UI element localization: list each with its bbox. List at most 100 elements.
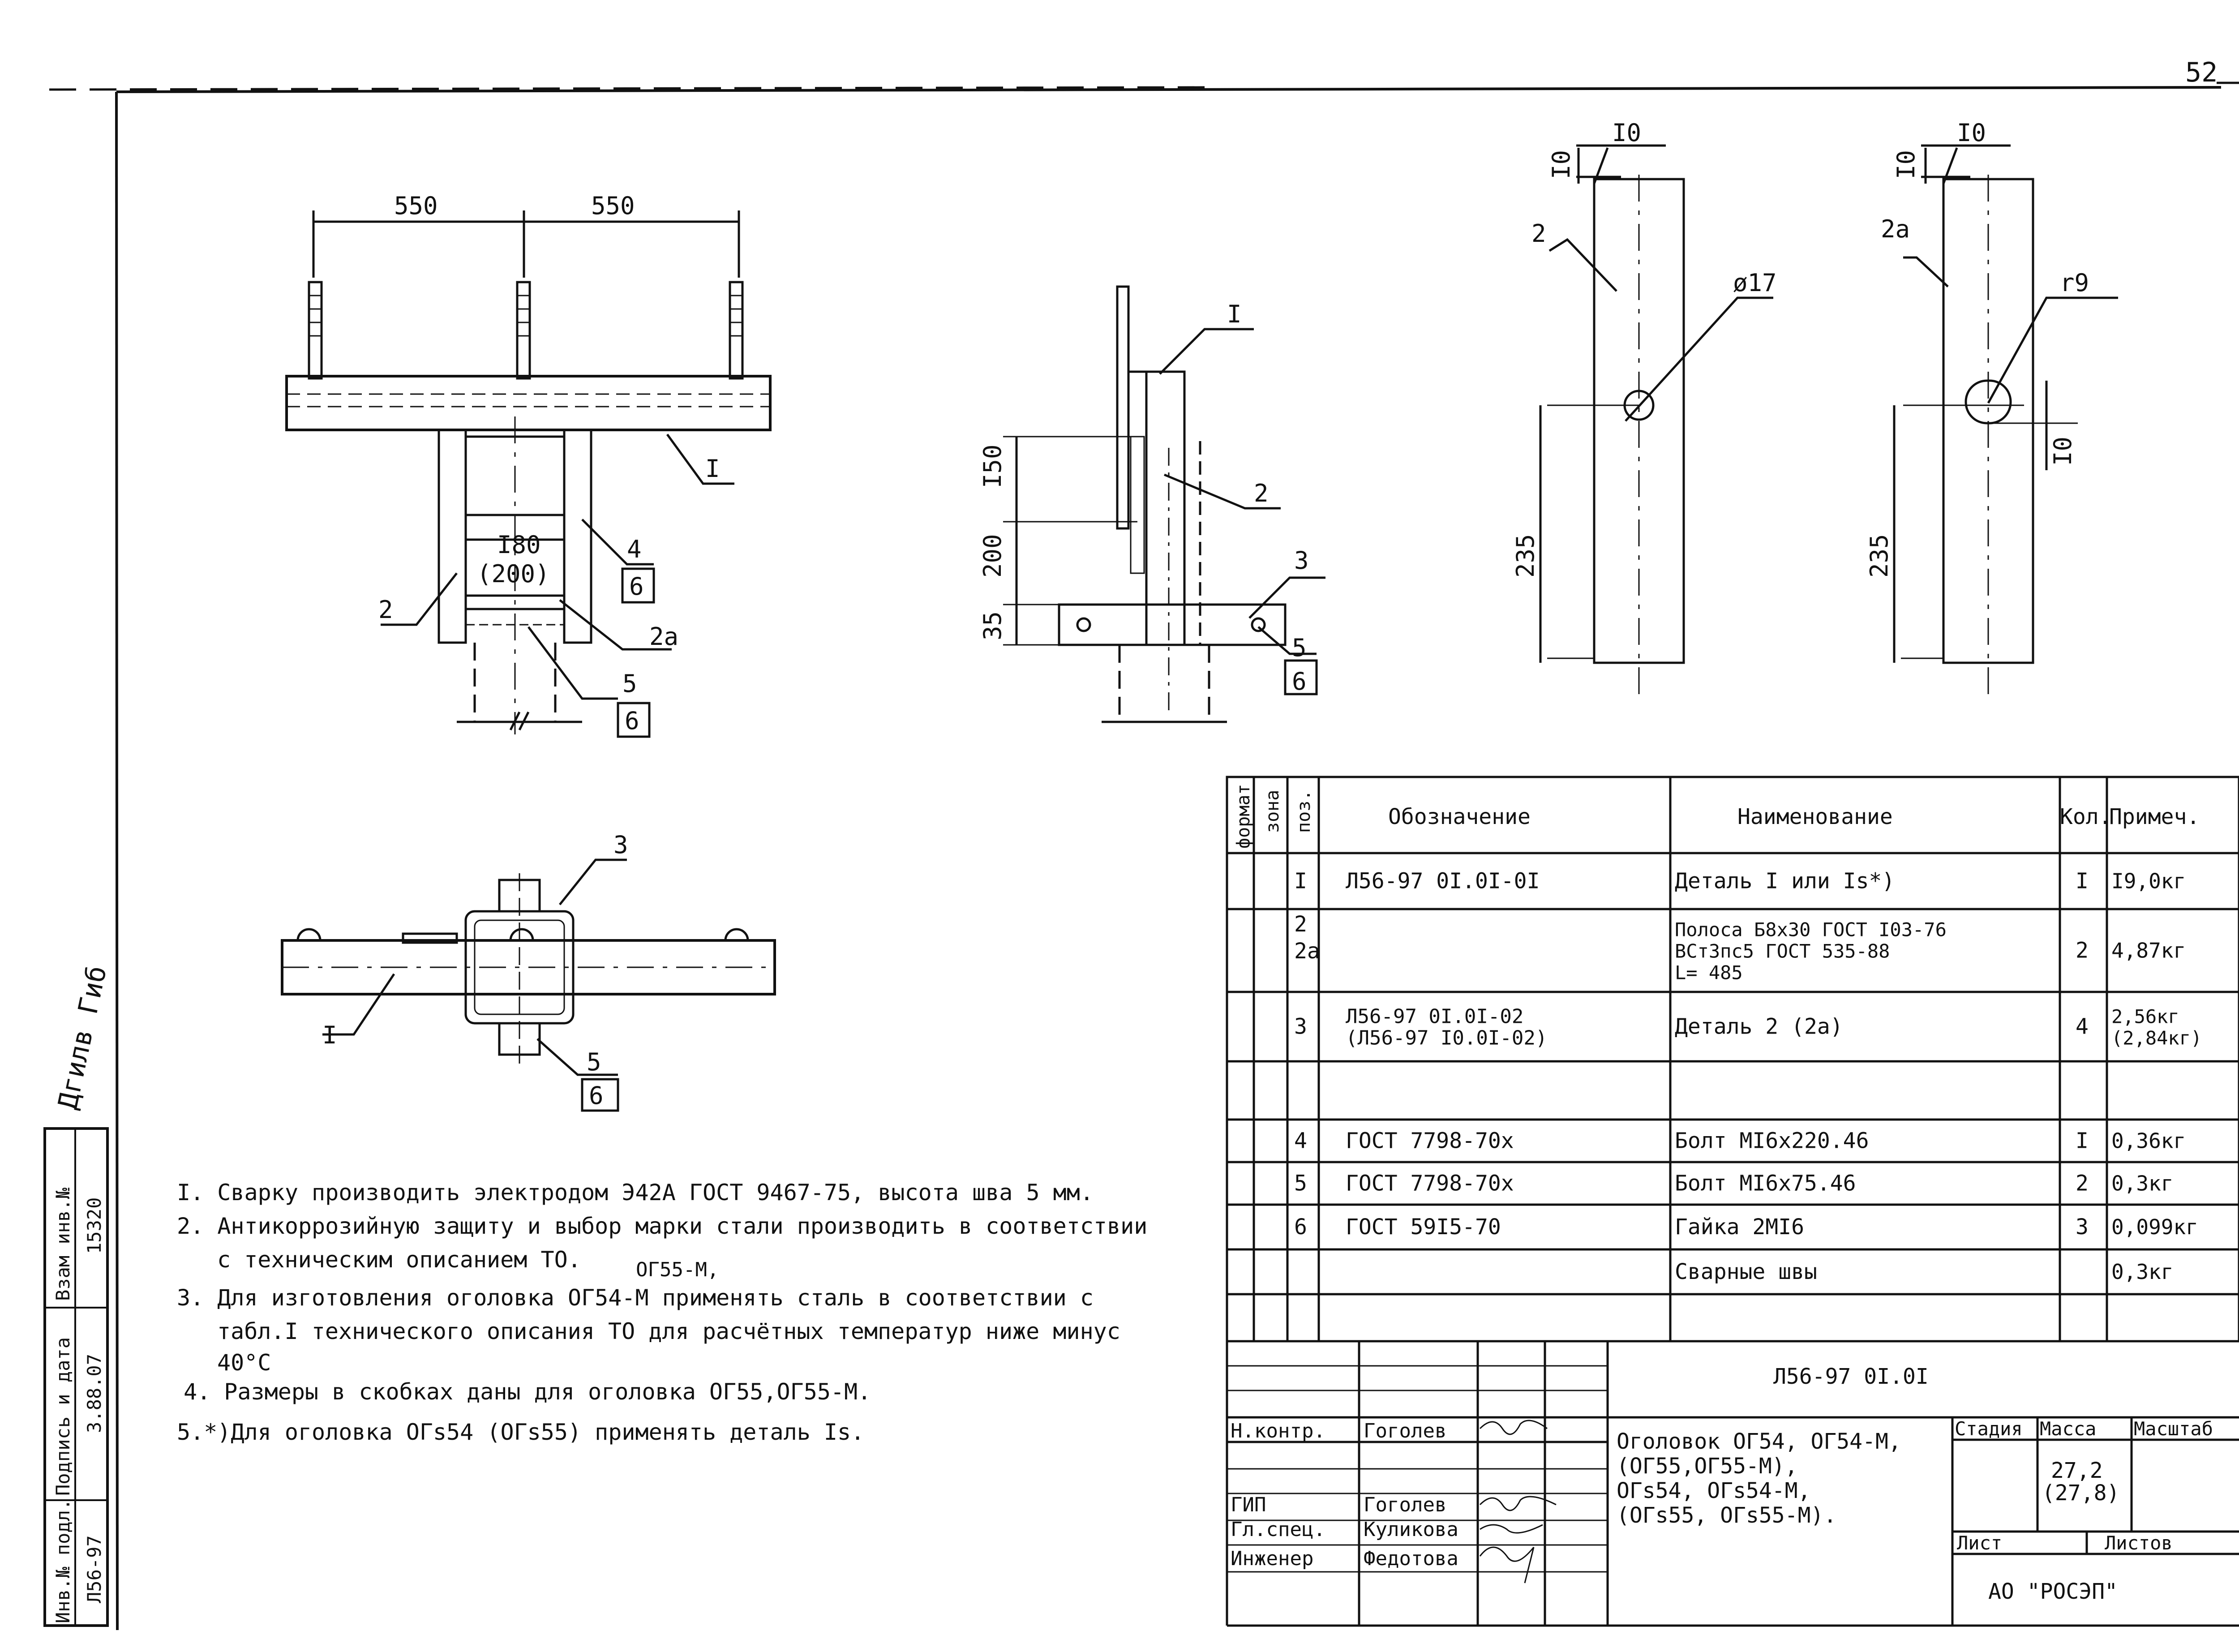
stamp-label-inv: Инв.№ подл.: [52, 1499, 74, 1623]
front-callout-1: I: [705, 455, 720, 483]
stamp-value-inv: Л56-97: [83, 1535, 105, 1603]
spec-row-name: Сварные швы: [1675, 1259, 1817, 1284]
spec-header-pos: поз.: [1294, 790, 1314, 833]
mass-value-alt: (27,8): [2042, 1480, 2119, 1506]
title-role: Инженер: [1231, 1547, 1313, 1570]
front-dim-right: 550: [591, 192, 635, 220]
organization: АО "РОСЭП": [1988, 1579, 2118, 1604]
page-number: 52: [2185, 57, 2218, 88]
detail-2-dim-235: 235: [1511, 534, 1540, 578]
spec-header-format: формат: [1233, 784, 1254, 849]
spec-row-pos: 4: [1294, 1129, 1307, 1154]
front-view: [285, 210, 772, 738]
note-3-cont: табл.I технического описания ТО для расч…: [217, 1318, 1120, 1344]
side-dim-150: I50: [978, 444, 1007, 488]
spec-row-pos: 6: [1294, 1214, 1307, 1240]
scale-label: Масштаб: [2134, 1418, 2213, 1440]
front-inner-dim: I80: [497, 531, 541, 559]
side-dim-200: 200: [978, 534, 1007, 578]
detail-2a-dim-side: I0: [1892, 150, 1920, 179]
side-callout-6: 6: [1292, 667, 1307, 695]
title-role: ГИП: [1231, 1493, 1266, 1516]
spec-row-designation: ГОСТ 7798-70х: [1346, 1171, 1514, 1196]
spec-header-name: Наименование: [1737, 804, 1893, 829]
spec-row-qty: 2: [2076, 1171, 2089, 1196]
front-inner-dim-alt: (200): [477, 560, 550, 588]
spec-row-note: 0,36кг: [2111, 1129, 2186, 1153]
spec-row-designation: (Л56-97 I0.0I-02): [1346, 1027, 1547, 1050]
note-2: 2. Антикоррозийную защиту и выбор марки …: [177, 1213, 1147, 1239]
spec-header-qty: Кол.: [2060, 804, 2112, 829]
spec-row-note: 0,3кг: [2111, 1260, 2173, 1284]
spec-row-name: ВСт3пс5 ГОСТ 535-88: [1675, 940, 1890, 962]
side-callout-5: 5: [1292, 634, 1307, 662]
detail-2a: [1893, 144, 2118, 699]
front-callout-6a: 6: [629, 572, 644, 601]
detail-2a-dim-slot: I0: [2049, 437, 2077, 466]
plan-callout-1: I: [322, 1021, 337, 1049]
stamp-value-sign: 3.88.07: [83, 1354, 105, 1433]
spec-row-note: 0,3кг: [2111, 1171, 2173, 1196]
detail-2-label: 2: [1531, 219, 1546, 248]
spec-row-name: L= 485: [1675, 962, 1743, 984]
title-role: Гл.спец.: [1231, 1518, 1325, 1541]
detail-2-dim-top: I0: [1612, 119, 1641, 147]
spec-row-name: Болт МI6х220.46: [1675, 1129, 1869, 1154]
side-signature: Дгилв Гиб: [52, 963, 113, 1112]
side-callout-1: I: [1227, 300, 1242, 328]
title-role-name: Федотова: [1364, 1547, 1458, 1570]
plan-callout-5: 5: [587, 1048, 601, 1076]
spec-row-designation: ГОСТ 7798-70х: [1346, 1129, 1514, 1154]
spec-row-note: 0,099кг: [2111, 1215, 2198, 1239]
stage-label: Стадия: [1955, 1418, 2023, 1440]
front-callout-6b: 6: [625, 707, 639, 735]
spec-row-note: (2,84кг): [2111, 1027, 2202, 1049]
note-3-temp: 40°С: [217, 1350, 271, 1376]
spec-row-qty: 3: [2076, 1214, 2089, 1240]
spec-row-qty: 4: [2076, 1014, 2089, 1039]
note-3-insert: ОГ55-М,: [636, 1258, 719, 1281]
detail-2-dim-side: I0: [1547, 150, 1575, 179]
spec-row-name: Полоса Б8х30 ГОСТ I03-76: [1675, 919, 1947, 941]
side-view: [1003, 285, 1325, 723]
sheets-label: Листов: [2105, 1532, 2173, 1554]
detail-2a-hole: r9: [2060, 269, 2089, 297]
side-callout-3: 3: [1294, 546, 1309, 575]
spec-row-name: Деталь 2 (2а): [1675, 1014, 1843, 1039]
title-role: Н.контр.: [1231, 1420, 1325, 1442]
sheet-label: Лист: [1957, 1532, 2002, 1554]
spec-table-grid: [1226, 776, 2239, 1343]
stamp-label-sign: Подпись и дата: [52, 1337, 74, 1496]
spec-row-pos: I: [1294, 869, 1307, 894]
spec-row-name: Гайка 2МI6: [1675, 1214, 1804, 1240]
spec-row-name: Болт МI6х75.46: [1675, 1171, 1856, 1196]
side-callout-2: 2: [1254, 479, 1269, 507]
title-line-2: (ОГ55,ОГ55-М),: [1617, 1454, 1798, 1479]
detail-2a-dim-top: I0: [1957, 119, 1986, 147]
plan-view: [281, 858, 776, 1112]
spec-row-name: Деталь I или Is*): [1675, 869, 1895, 894]
detail-2a-dim-235: 235: [1865, 534, 1893, 578]
note-2-cont: с техническим описанием ТО.: [217, 1247, 581, 1273]
note-3: 3. Для изготовления оголовка ОГ54-М прим…: [177, 1285, 1094, 1311]
side-dim-35: 35: [978, 611, 1007, 640]
sheet-frame: [49, 82, 2239, 1631]
title-role-name: Гоголев: [1364, 1420, 1446, 1442]
title-line-3: ОГs54, ОГs54-М,: [1617, 1478, 1810, 1503]
spec-row-pos: 3: [1294, 1014, 1307, 1039]
spec-row-qty: 2: [2076, 938, 2089, 963]
doc-code: Л56-97 0I.0I: [1773, 1364, 1929, 1389]
spec-row-designation: Л56-97 0I.0I-02: [1346, 1005, 1523, 1028]
spec-row-pos: 2а: [1294, 939, 1320, 964]
front-dim-left: 550: [394, 192, 438, 220]
detail-2a-label: 2а: [1881, 215, 1910, 243]
spec-header-zone: зона: [1262, 790, 1283, 833]
spec-row-note: 2,56кг: [2111, 1006, 2179, 1028]
mass-label: Масса: [2040, 1418, 2096, 1440]
spec-row-note: I9,0кг: [2111, 869, 2186, 893]
spec-row-designation: ГОСТ 59I5-70: [1346, 1214, 1501, 1240]
title-role-name: Куликова: [1364, 1518, 1458, 1541]
front-callout-5: 5: [622, 669, 637, 698]
